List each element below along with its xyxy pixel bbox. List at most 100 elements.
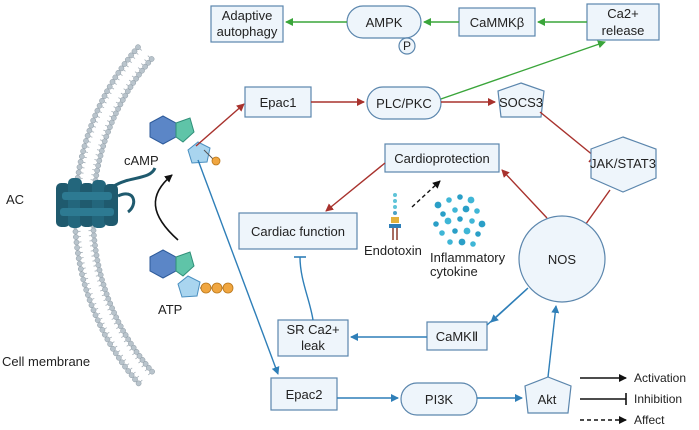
cytokine-dot xyxy=(452,207,458,213)
lipid-head xyxy=(81,281,88,288)
lipid-head xyxy=(95,262,102,269)
akt-label: Akt xyxy=(538,392,557,407)
lipid-head xyxy=(100,143,107,149)
lipid-head xyxy=(94,257,101,264)
lipid-head xyxy=(107,124,113,131)
lipid-tail xyxy=(133,371,136,374)
lipid-tail xyxy=(94,270,98,272)
lipid-head xyxy=(105,295,112,302)
lipid-head xyxy=(94,167,101,174)
lipid-head xyxy=(107,300,114,307)
lipid-head xyxy=(117,323,124,330)
lipid-tail xyxy=(109,115,112,118)
lipid-tail xyxy=(106,96,110,99)
lipid-tail xyxy=(141,365,144,368)
endotoxin-affect-arrow xyxy=(411,180,441,208)
lipid-tail xyxy=(86,146,90,148)
lipid-head xyxy=(96,267,103,273)
lipid-tail xyxy=(84,156,87,159)
lipid-head xyxy=(149,368,155,375)
nos-label: NOS xyxy=(548,252,577,267)
ampk-phosphate-label: P xyxy=(403,39,411,53)
lipid-tail xyxy=(137,67,141,70)
lipid-head xyxy=(105,129,111,135)
lipid-head xyxy=(124,88,131,95)
lipid-head xyxy=(104,88,110,95)
camkii-node xyxy=(426,321,488,351)
lipid-tail xyxy=(103,129,106,132)
nos-node xyxy=(518,215,606,303)
lipid-tail xyxy=(105,304,108,306)
lipid-tail xyxy=(90,293,93,295)
cytokine-dot xyxy=(462,205,470,213)
lipid-tail xyxy=(136,52,139,55)
lipid-head xyxy=(79,271,85,278)
lipid-head xyxy=(131,48,138,55)
cytokine-dot xyxy=(474,208,480,214)
epac2-label: Epac2 xyxy=(286,387,323,402)
lipid-tail xyxy=(117,78,120,81)
legend-affect-label: Affect xyxy=(634,413,665,427)
endotoxin-label: Endotoxin xyxy=(364,243,422,258)
lipid-tail xyxy=(126,65,129,68)
lipid-tail xyxy=(100,289,103,292)
lipid-head xyxy=(90,307,97,314)
lipid-head xyxy=(77,266,84,272)
lipid-head xyxy=(97,322,103,328)
lipid-head xyxy=(88,302,95,309)
lipid-head xyxy=(99,327,106,333)
lipid-tail xyxy=(132,56,136,59)
lipid-head xyxy=(101,93,108,99)
lipid-tail xyxy=(140,63,144,66)
lipid-head xyxy=(83,287,90,293)
lipid-head xyxy=(74,244,80,251)
lipid-tail xyxy=(85,151,88,153)
ca-release-label-1: Ca2+ xyxy=(607,6,638,21)
cardiac-function-node xyxy=(238,212,358,250)
lipid-tail xyxy=(115,101,119,104)
lipid-tail xyxy=(99,139,103,141)
inflammatory-cytokine-label-2: cytokine xyxy=(430,264,478,279)
ampk-label: AMPK xyxy=(366,15,403,30)
lipid-tail xyxy=(103,299,107,301)
lipid-tail xyxy=(123,88,126,91)
lipid-head xyxy=(112,350,119,357)
lipid-head xyxy=(99,276,105,283)
lipid-head xyxy=(122,332,129,338)
lipid-head xyxy=(133,349,140,355)
pi3k-node xyxy=(400,382,478,416)
lipid-tail xyxy=(120,354,124,357)
lipid-head xyxy=(103,133,110,140)
lipid-tail xyxy=(129,60,132,64)
lipid-tail xyxy=(96,149,100,151)
lipid-tail xyxy=(93,265,96,267)
lipid-head xyxy=(80,148,86,155)
lipid-tail xyxy=(106,332,110,334)
lipid-head xyxy=(127,84,134,90)
lipid-tail xyxy=(120,73,123,76)
adaptive-autophagy-node xyxy=(210,5,284,43)
lipid-tail xyxy=(126,363,130,366)
camkii-label: CaMKⅡ xyxy=(436,329,479,344)
epac2-node xyxy=(270,377,338,411)
cytokine-dot xyxy=(447,239,453,245)
ca-release-node xyxy=(586,3,660,41)
pi3k-label: PI3K xyxy=(425,392,454,407)
lipid-head xyxy=(95,162,102,169)
lipid-head xyxy=(117,101,124,108)
lipid-tail xyxy=(140,379,143,383)
lipid-head xyxy=(121,61,128,67)
inflammatory-cytokine-label-1: Inflammatory xyxy=(430,250,506,265)
lipid-tail xyxy=(123,69,126,72)
lipid-head xyxy=(83,138,89,144)
lipid-head xyxy=(76,164,83,170)
lipid-head xyxy=(85,292,91,298)
cardioprotection-label: Cardioprotection xyxy=(394,151,489,166)
lipid-head xyxy=(92,112,99,119)
lipid-tail xyxy=(93,126,97,128)
lipid-tail xyxy=(104,101,107,104)
lipid-tail xyxy=(109,313,112,316)
lipid-tail xyxy=(93,303,97,305)
lipid-tail xyxy=(97,280,100,282)
